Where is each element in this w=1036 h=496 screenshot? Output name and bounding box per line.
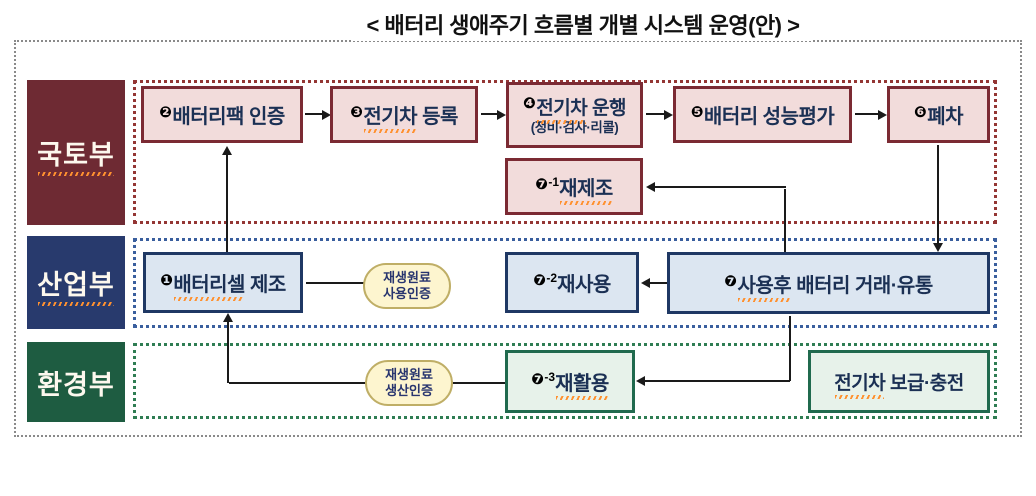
- badge-text-line2: 생산인증: [385, 383, 433, 398]
- diagram-title: < 배터리 생애주기 흐름별 개별 시스템 운영(안) >: [130, 11, 1036, 41]
- step-sub-number: -1: [548, 175, 560, 189]
- lane-motie: [133, 238, 997, 328]
- badge-recycled-material-prod-cert: 재생원료 생산인증: [365, 360, 453, 406]
- step-number: ❹: [523, 94, 536, 112]
- step-number: ❼: [535, 176, 548, 193]
- arrowhead-right-icon: [497, 110, 506, 120]
- node-battery-cell-mfg: ❶배터리셀 제조: [143, 252, 303, 313]
- arrow-perf-eval-to-scrapping: [855, 113, 878, 115]
- node-text: ❹전기차 운행: [523, 94, 626, 124]
- node-text: ❺배터리 성능평가: [690, 104, 835, 128]
- node-text: ❸전기차 등록: [350, 100, 458, 133]
- step-number: ❼: [724, 272, 737, 290]
- arrowhead-left-icon: [646, 182, 655, 192]
- arrow-trade-to-recycle-vertical: [789, 316, 791, 381]
- step-number: ❻: [913, 104, 927, 121]
- lane-moe: [133, 343, 997, 419]
- arrow-trade-to-remanufacture-horizontal: [655, 186, 786, 188]
- node-text: ❶배터리셀 제조: [160, 268, 286, 301]
- arrowhead-right-icon: [664, 110, 673, 120]
- node-battery-pack-cert: ❷배터리팩 인증: [141, 86, 303, 143]
- arrow-trade-to-reuse: [650, 282, 667, 284]
- node-text: ❼-1재제조: [535, 172, 613, 205]
- node-battery-perf-eval: ❺배터리 성능평가: [673, 86, 852, 143]
- arrowhead-left-icon: [641, 278, 650, 288]
- step-number: ❶: [160, 272, 173, 289]
- badge-text-line1: 재생원료: [385, 367, 433, 383]
- dept-label-molit: 국토부: [27, 80, 125, 225]
- arrowhead-up-icon: [222, 146, 232, 155]
- arrowhead-up-icon: [223, 313, 233, 322]
- arrow-cell-mfg-to-pack-cert: [226, 155, 228, 253]
- step-sub-number: -2: [546, 271, 558, 285]
- dept-label-text: 국토부: [37, 133, 115, 176]
- badge-text-line2: 사용인증: [383, 286, 431, 301]
- lane-molit: [133, 80, 997, 224]
- arrow-scrapping-to-trade: [937, 145, 939, 243]
- line-cell-mfg-to-use-cert: [306, 282, 364, 284]
- node-ev-supply-charging: 전기차 보급·충전: [808, 350, 990, 413]
- dept-label-motie: 산업부: [27, 236, 125, 329]
- arrow-trade-to-remanufacture-vertical: [784, 189, 786, 252]
- step-sub-number: -3: [544, 370, 556, 384]
- node-scrapping: ❻폐차: [887, 86, 990, 143]
- step-number: ❼: [533, 272, 546, 289]
- badge-recycled-material-use-cert: 재생원료 사용인증: [363, 263, 451, 309]
- step-number: ❷: [159, 104, 172, 121]
- dept-label-text: 산업부: [37, 263, 115, 306]
- dept-label-moe: 환경부: [27, 342, 125, 422]
- step-number: ❺: [690, 104, 704, 121]
- step-number: ❼: [531, 371, 544, 388]
- arrow-pack-cert-to-registration: [305, 113, 323, 115]
- node-text: ❼사용후 배터리 거래·유통: [724, 269, 933, 302]
- arrow-trade-to-recycle-horizontal: [645, 380, 790, 382]
- node-recycle: ❼-3재활용: [505, 350, 635, 413]
- arrow-prod-cert-to-cell-mfg: [227, 322, 229, 383]
- node-text: ❷배터리팩 인증: [159, 104, 285, 128]
- node-ev-registration: ❸전기차 등록: [330, 86, 478, 143]
- node-text: ❼-2재사용: [533, 271, 611, 296]
- dept-label-text: 환경부: [37, 369, 115, 400]
- node-ev-operation: ❹전기차 운행 (정비·검사·리콜): [506, 82, 643, 148]
- arrowhead-left-icon: [636, 376, 645, 386]
- arrowhead-right-icon: [322, 110, 331, 120]
- outer-dotted-frame: [14, 40, 1022, 437]
- diagram-title-text: < 배터리 생애주기 흐름별 개별 시스템 운영(안) >: [352, 11, 814, 41]
- node-text: ❼-3재활용: [531, 367, 609, 400]
- node-used-battery-trade: ❼사용후 배터리 거래·유통: [667, 252, 990, 314]
- node-remanufacture: ❼-1재제조: [505, 158, 643, 215]
- arrowhead-down-icon: [933, 243, 943, 252]
- arrowhead-right-icon: [878, 110, 887, 120]
- node-text: 전기차 보급·충전: [834, 368, 964, 399]
- step-number: ❸: [350, 104, 363, 121]
- node-text: ❻폐차: [913, 104, 964, 128]
- arrow-registration-to-operation: [481, 113, 498, 115]
- badge-text-line1: 재생원료: [383, 270, 431, 286]
- node-reuse: ❼-2재사용: [505, 252, 639, 313]
- arrow-operation-to-perf-eval: [646, 113, 665, 115]
